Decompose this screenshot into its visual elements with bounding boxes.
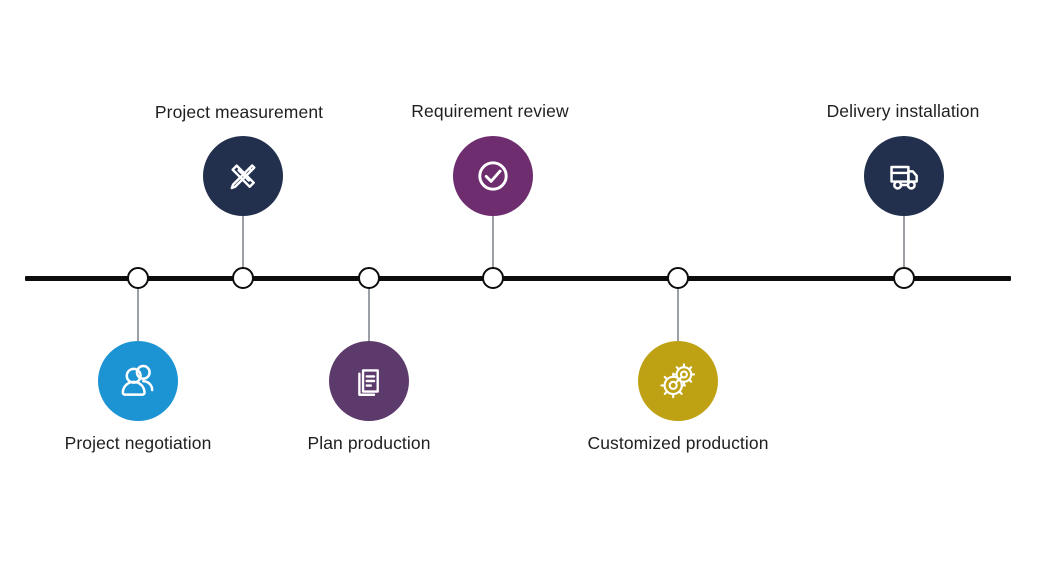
delivery-truck-icon [881, 153, 927, 199]
icon-disc-project-negotiation[interactable] [98, 341, 178, 421]
check-circle-icon [469, 152, 517, 200]
icon-disc-requirement-review[interactable] [453, 136, 533, 216]
step-label-customized-production: Customized production [587, 433, 769, 453]
users-group-icon [115, 358, 161, 404]
step-label-plan-production: Plan production [307, 433, 431, 453]
step-label-delivery-installation: Delivery installation [826, 101, 980, 121]
axis-node-4[interactable] [482, 267, 504, 289]
connector-stem-3 [368, 278, 370, 341]
timeline-axis [25, 275, 1011, 281]
connector-stem-5 [677, 278, 679, 341]
icon-disc-delivery-installation[interactable] [864, 136, 944, 216]
icon-disc-customized-production[interactable] [638, 341, 718, 421]
connector-stem-4 [492, 216, 494, 278]
documents-stack-icon [347, 359, 391, 403]
axis-node-5[interactable] [667, 267, 689, 289]
axis-node-6[interactable] [893, 267, 915, 289]
connector-stem-1 [137, 278, 139, 341]
pencil-ruler-icon [220, 153, 266, 199]
step-label-requirement-review: Requirement review [411, 101, 569, 121]
axis-node-1[interactable] [127, 267, 149, 289]
step-label-project-negotiation: Project negotiation [64, 433, 212, 453]
step-label-project-measurement: Project measurement [154, 102, 324, 122]
axis-node-2[interactable] [232, 267, 254, 289]
gears-icon [655, 358, 701, 404]
connector-stem-6 [903, 216, 905, 278]
connector-stem-2 [242, 216, 244, 278]
icon-disc-project-measurement[interactable] [203, 136, 283, 216]
icon-disc-plan-production[interactable] [329, 341, 409, 421]
axis-node-3[interactable] [358, 267, 380, 289]
